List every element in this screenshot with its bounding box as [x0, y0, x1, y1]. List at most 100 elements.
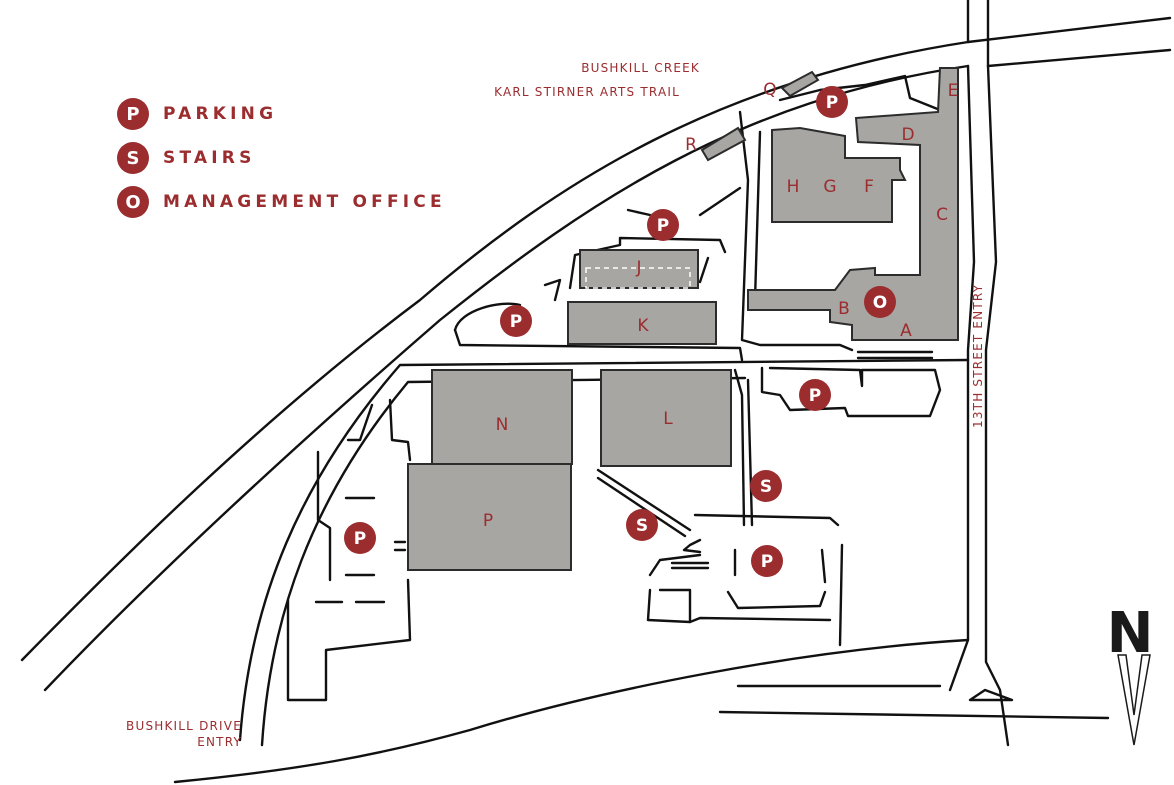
building-label-f: F — [864, 177, 874, 197]
svg-text:P: P — [809, 386, 821, 406]
building-label-e: E — [948, 81, 959, 101]
k-lot-entry — [543, 278, 562, 302]
trail-east-top — [966, 16, 1172, 44]
building-label-k: K — [637, 316, 649, 336]
internal-road-inner — [260, 376, 747, 747]
stair-path-north — [733, 368, 746, 527]
parking-marker[interactable]: P — [344, 522, 376, 554]
stair-path-north-2 — [746, 378, 754, 527]
south-lot-edges — [646, 553, 832, 624]
building-l — [600, 369, 732, 467]
map-markers: P P P P P P S S O — [344, 86, 896, 577]
bushkill-creek-trail-outer — [20, 40, 970, 662]
building-label-j: J — [635, 258, 641, 278]
k-lot-road — [453, 328, 744, 362]
internal-road-outer — [238, 358, 970, 742]
west-lot-outline — [286, 403, 412, 702]
south-lot-island — [726, 590, 827, 610]
svg-text:P: P — [657, 216, 669, 236]
road-network — [20, 0, 1172, 784]
legend-label-office: MANAGEMENT OFFICE — [163, 192, 446, 212]
legend-label-stairs: STAIRS — [163, 148, 256, 168]
upper-road — [738, 110, 854, 352]
south-lot-east-edge — [838, 543, 844, 647]
legend-label-parking: PARKING — [163, 104, 278, 124]
parking-marker[interactable]: P — [799, 379, 831, 411]
east-lot-boundary — [778, 74, 942, 112]
building-n — [431, 369, 573, 465]
svg-text:P: P — [761, 552, 773, 572]
k-lot-loop — [453, 302, 522, 332]
building-r — [700, 126, 747, 162]
p-lot-north-marks — [626, 186, 742, 217]
map-legend: P PARKING S STAIRS O MANAGEMENT OFFICE — [117, 92, 446, 224]
j-lot-road — [568, 236, 727, 290]
buildings — [407, 67, 959, 571]
legend-item-parking: P PARKING — [117, 92, 446, 136]
traffic-island — [968, 688, 1014, 702]
management-office-marker[interactable]: O — [864, 286, 896, 318]
parking-marker[interactable]: P — [751, 545, 783, 577]
sidewalk-a — [856, 350, 934, 360]
arts-trail-label: KARL STIRNER ARTS TRAIL — [494, 85, 680, 99]
parking-marker[interactable]: P — [647, 209, 679, 241]
building-label-h: H — [787, 177, 800, 197]
stairs-marker[interactable]: S — [626, 509, 658, 541]
building-p — [407, 463, 572, 571]
parking-icon: P — [117, 98, 149, 130]
south-lot-dividers — [733, 548, 827, 584]
svg-text:O: O — [873, 293, 887, 313]
building-label-b: B — [838, 299, 850, 319]
thirteenth-street-east — [984, 64, 1010, 747]
management-office-icon: O — [117, 186, 149, 218]
south-lot-top — [682, 513, 840, 554]
thirteenth-street-west — [948, 64, 976, 692]
east-parking-lot — [760, 366, 942, 418]
building-k — [567, 301, 717, 345]
bushkill-creek-trail-inner — [43, 64, 970, 692]
building-abc-de — [747, 67, 959, 341]
building-label-d: D — [901, 125, 914, 145]
north-arrow: N — [1107, 601, 1153, 746]
parking-marker[interactable]: P — [500, 305, 532, 337]
svg-text:P: P — [354, 529, 366, 549]
building-label-g: G — [823, 177, 836, 197]
building-label-c: C — [936, 205, 948, 225]
legend-item-stairs: S STAIRS — [117, 136, 446, 180]
building-label-q: Q — [763, 80, 776, 100]
building-j-dashed-outline — [585, 267, 691, 289]
stairs-marker[interactable]: S — [750, 470, 782, 502]
stair-path-diagonal — [596, 468, 692, 538]
svg-text:P: P — [826, 93, 838, 113]
building-j — [579, 249, 699, 289]
svg-text:S: S — [760, 477, 772, 497]
building-fgh — [771, 126, 907, 223]
parking-marker[interactable]: P — [816, 86, 848, 118]
bushkill-creek-label: BUSHKILL CREEK — [581, 61, 700, 75]
trail-east-bottom — [986, 48, 1172, 68]
west-lot-west-edge — [388, 398, 412, 552]
bushkill-drive-south-edge — [173, 638, 970, 784]
building-labels: A B C D E F G H J K L N P Q R — [483, 80, 959, 531]
svg-text:S: S — [636, 516, 648, 536]
svg-text:P: P — [510, 312, 522, 332]
north-arrow-pointer — [1117, 654, 1151, 746]
stairs-icon: S — [117, 142, 149, 174]
south-road-lower — [718, 710, 1110, 720]
legend-item-office: O MANAGEMENT OFFICE — [117, 180, 446, 224]
building-label-r: R — [685, 135, 697, 155]
building-label-n: N — [496, 415, 509, 435]
south-lot-box — [658, 588, 692, 624]
building-label-p: P — [483, 511, 493, 531]
building-label-l: L — [663, 409, 673, 429]
road-north-stub — [966, 0, 990, 68]
south-lot-walk — [670, 561, 710, 570]
bushkill-drive-entry-label: ENTRY — [197, 735, 242, 749]
thirteenth-street-label: 13TH STREET ENTRY — [971, 284, 985, 428]
upper-road-inner — [753, 130, 762, 302]
street-labels: BUSHKILL CREEK KARL STIRNER ARTS TRAIL B… — [126, 61, 985, 749]
building-q — [780, 70, 820, 98]
building-label-a: A — [900, 321, 912, 341]
bushkill-drive-label: BUSHKILL DRIVE — [126, 719, 242, 733]
